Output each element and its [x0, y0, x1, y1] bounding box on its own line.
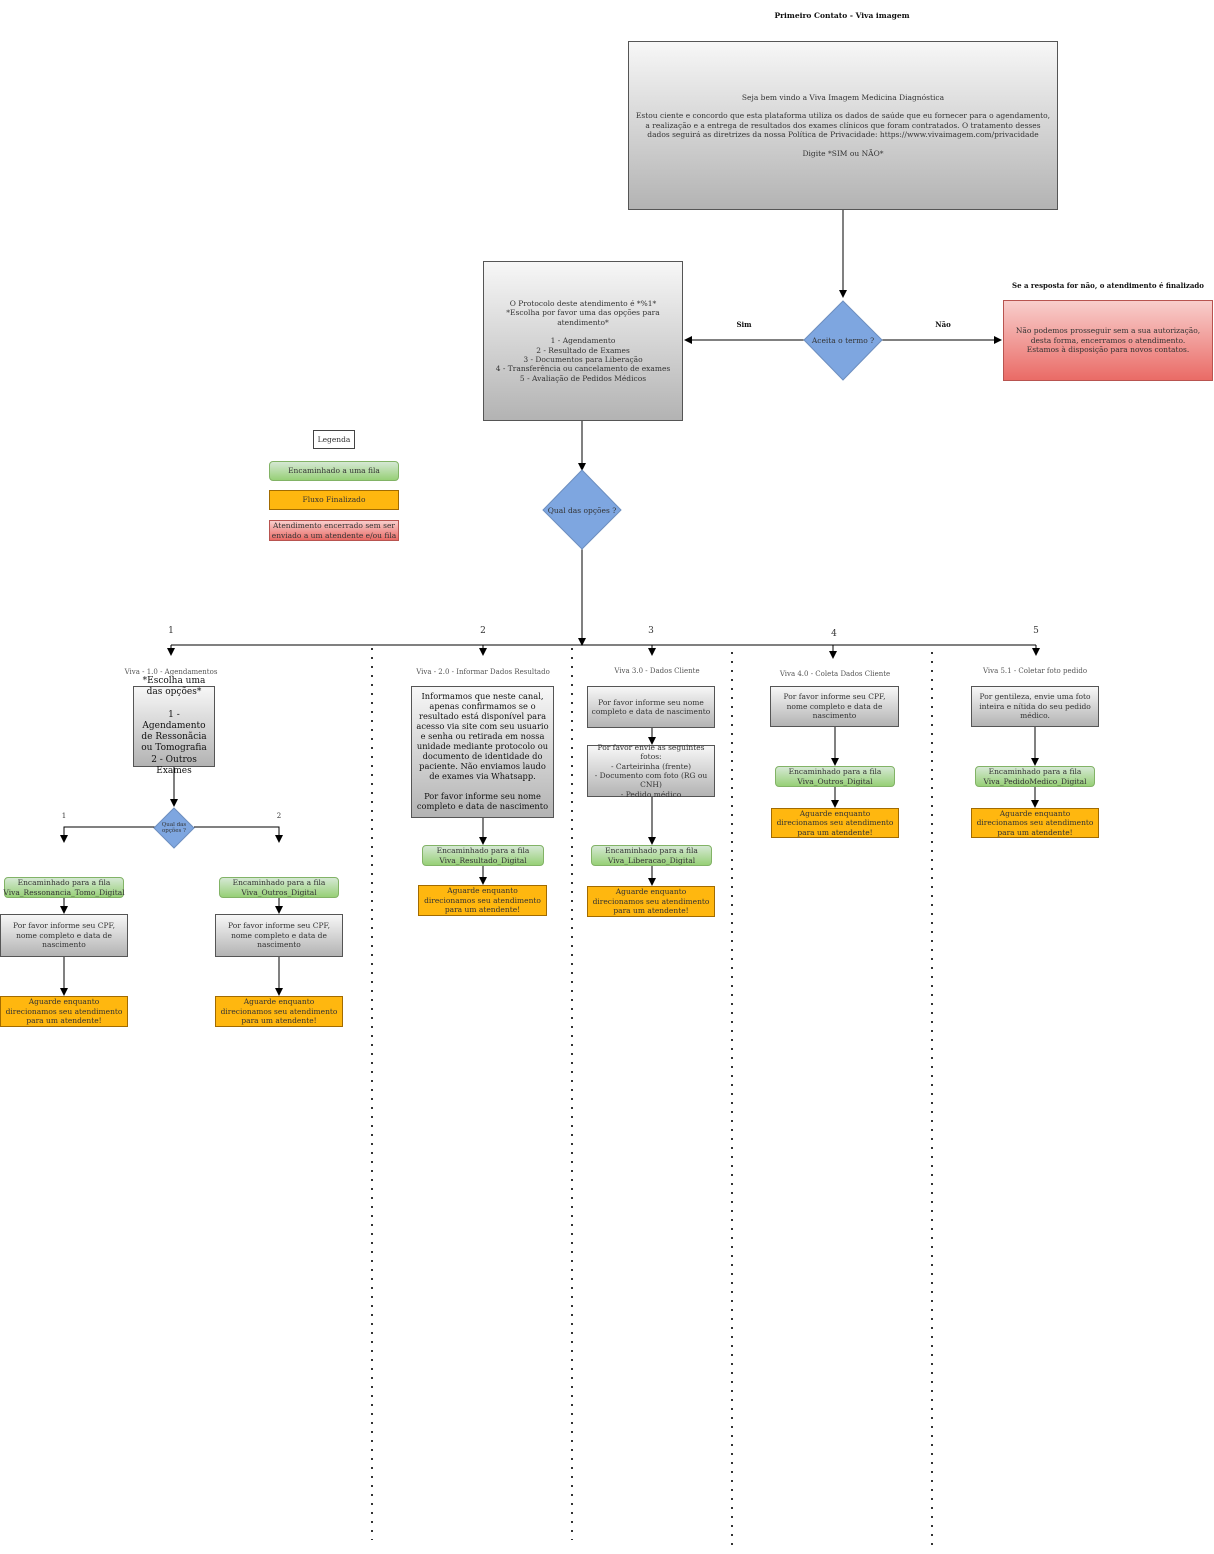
arrow-l1-sub2	[194, 826, 283, 843]
accept-decision-diamond	[803, 300, 883, 381]
yes-label: Sim	[736, 320, 752, 329]
legend-title: Legenda	[313, 430, 355, 449]
lane3-title: Viva 3.0 - Dados Cliente	[614, 667, 700, 675]
legend-closed: Atendimento encerrado sem ser enviado a …	[269, 520, 399, 541]
lane1b-wait-message: Aguarde enquanto direcionamos seu atendi…	[215, 996, 343, 1027]
lane5-ask-box: Por gentileza, envie uma foto inteira e …	[971, 686, 1099, 727]
lane3-photos-box: Por favor envie as seguintes fotos: - Ca…	[587, 743, 715, 799]
lane1-decision-diamond	[153, 807, 195, 849]
lane1-title: Viva - 1.0 - Agendamentos	[124, 668, 218, 676]
branch-number-2: 2	[480, 626, 486, 636]
lane2-title: Viva - 2.0 - Informar Dados Resultado	[416, 668, 550, 676]
lane4-wait-message: Aguarde enquanto direcionamos seu atendi…	[771, 808, 899, 838]
lane2-info-box: Informamos que neste canal, apenas confi…	[411, 686, 554, 818]
legend-finished: Fluxo Finalizado	[269, 490, 399, 510]
lane4-title: Viva 4.0 - Coleta Dados Cliente	[779, 670, 891, 678]
lane1b-queue: Encaminhado para a fila Viva_Outros_Digi…	[219, 877, 339, 898]
lane1-decision-label: Qual das opções ?	[161, 822, 187, 834]
lane4-queue: Encaminhado para a fila Viva_Outros_Digi…	[775, 766, 895, 787]
options-decision-label: Qual das opções ?	[547, 505, 617, 515]
lane1-menu-box: *Escolha uma das opções* 1 - Agendamento…	[133, 676, 215, 776]
no-label: Não	[935, 320, 951, 329]
branch-number-1: 1	[168, 626, 174, 636]
lane5-title: Viva 5.1 - Coletar foto pedido	[982, 667, 1088, 675]
branch-number-3: 3	[648, 626, 654, 636]
lane1a-cpf-request: Por favor informe seu CPF, nome completo…	[0, 914, 128, 957]
lane1-sub-number-2: 2	[276, 812, 282, 820]
lane1-sub-number-1: 1	[61, 812, 67, 820]
legend-queue: Encaminhado a uma fila	[269, 461, 399, 481]
lane3-wait-message: Aguarde enquanto direcionamos seu atendi…	[587, 886, 715, 917]
lane1a-queue: Encaminhado para a fila Viva_Ressonancia…	[3, 877, 125, 898]
lane5-wait-message: Aguarde enquanto direcionamos seu atendi…	[971, 808, 1099, 838]
branch-number-5: 5	[1033, 626, 1039, 636]
accept-decision-label: Aceita o termo ?	[811, 335, 875, 345]
lane4-cpf-request: Por favor informe seu CPF, nome completo…	[770, 686, 899, 727]
options-decision-diamond	[542, 469, 622, 550]
protocol-menu-box: O Protocolo deste atendimento é *%1* *Es…	[483, 261, 683, 421]
lane3-queue: Encaminhado para a fila Viva_Liberacao_D…	[591, 845, 712, 866]
branch-number-4: 4	[831, 629, 837, 639]
no-consent-message: Não podemos prosseguir sem a sua autoriz…	[1003, 300, 1213, 381]
welcome-box: Seja bem vindo a Viva Imagem Medicina Di…	[628, 41, 1058, 210]
lane2-queue: Encaminhado para a fila Viva_Resultado_D…	[422, 845, 544, 866]
lane3-ask-box: Por favor informe seu nome completo e da…	[587, 686, 715, 728]
no-note: Se a resposta for não, o atendimento é f…	[1012, 281, 1204, 290]
lane5-queue: Encaminhado para a fila Viva_PedidoMedic…	[975, 766, 1095, 787]
lane2-wait-message: Aguarde enquanto direcionamos seu atendi…	[418, 885, 547, 916]
arrow-l1-sub1	[60, 826, 155, 843]
lane1a-wait-message: Aguarde enquanto direcionamos seu atendi…	[0, 996, 128, 1027]
lane1b-cpf-request: Por favor informe seu CPF, nome completo…	[215, 914, 343, 957]
page-title: Primeiro Contato - Viva imagem	[774, 11, 910, 20]
